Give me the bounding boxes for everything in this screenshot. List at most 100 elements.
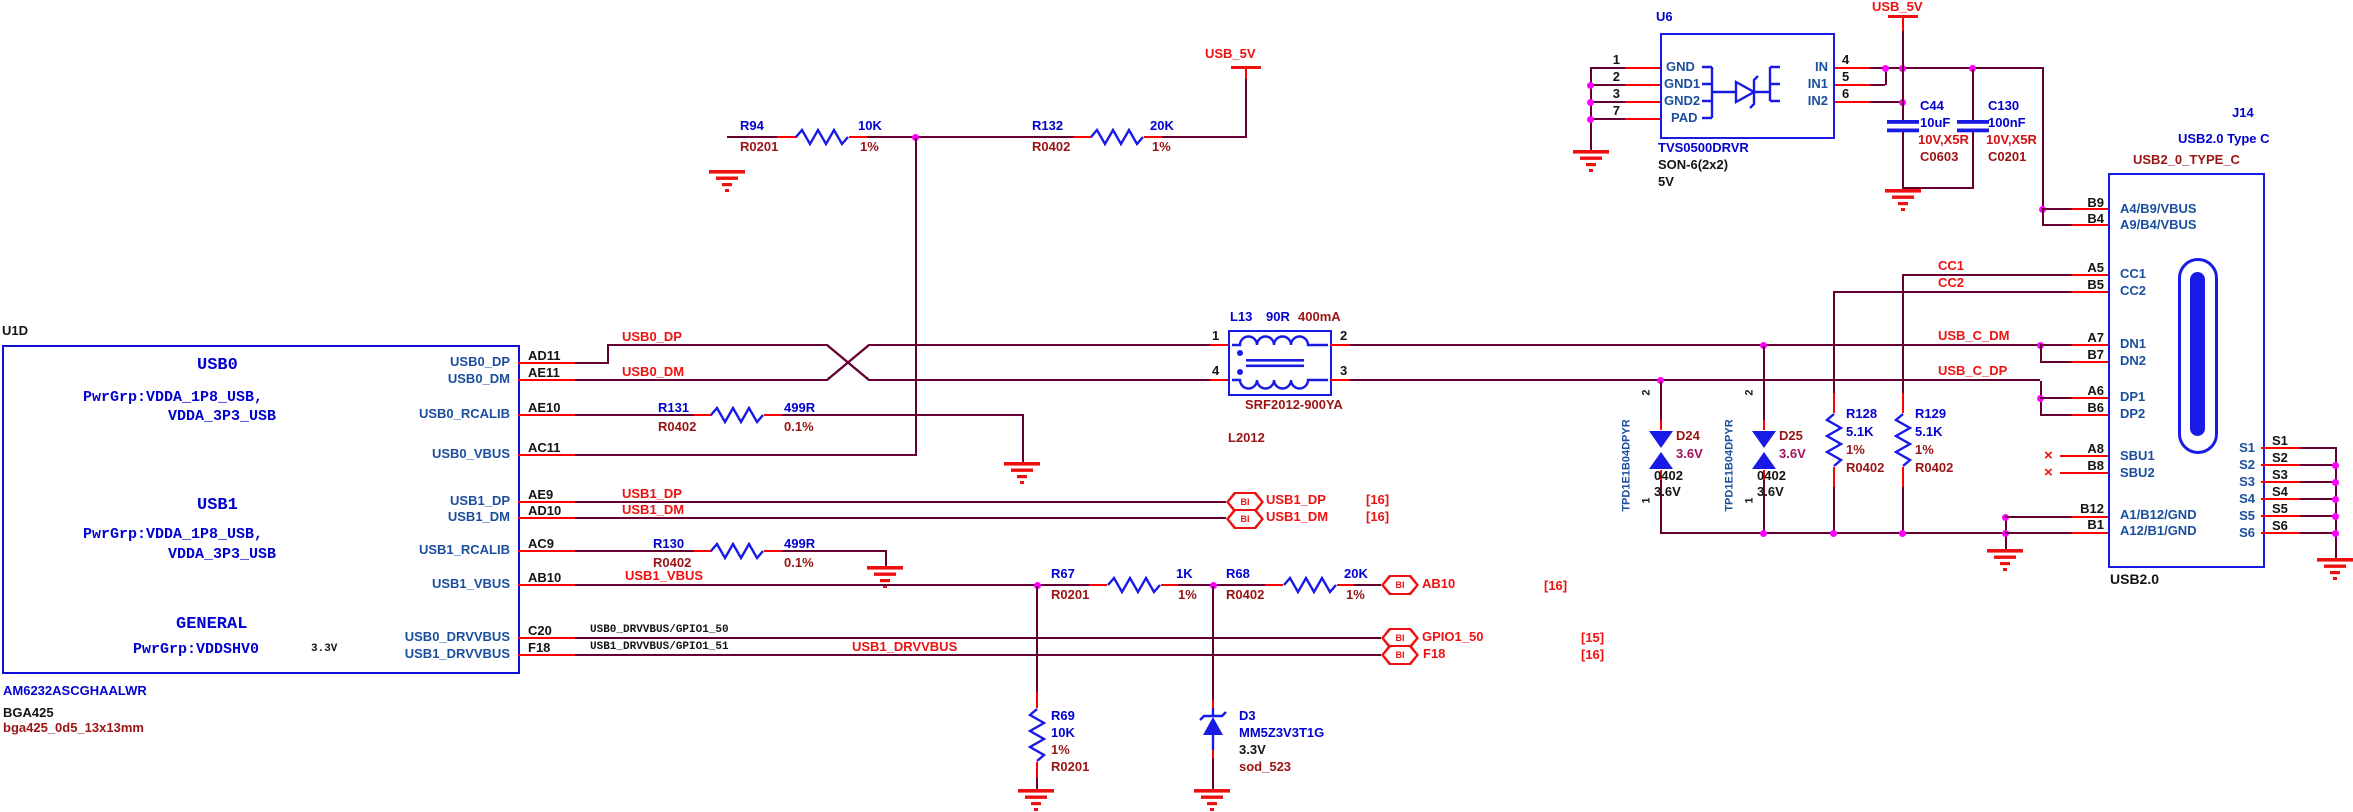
capacitor-c44-symbol[interactable]: [1887, 120, 1919, 134]
j14-symbol-body[interactable]: [2108, 173, 2265, 568]
port-gpio1-50[interactable]: BI: [1381, 628, 1419, 648]
pin-stub: [777, 136, 797, 138]
junction-dot: [2332, 462, 2339, 469]
resistor-r67-symbol[interactable]: [1107, 576, 1161, 594]
rating-c130: 10V,X5R: [1986, 132, 2037, 147]
ref-r130[interactable]: R130: [653, 536, 685, 551]
port-label-ab10[interactable]: AB10: [1422, 576, 1456, 591]
net-label-cc2[interactable]: CC2: [1938, 275, 1965, 290]
port-label-usb1-dm[interactable]: USB1_DM: [1266, 509, 1329, 524]
u6-pin-num: 4: [1842, 52, 1850, 67]
pin-stub: [2072, 344, 2108, 346]
resistor-r131-symbol[interactable]: [710, 406, 764, 424]
net-label-usb0-dp[interactable]: USB0_DP: [622, 329, 682, 344]
ref-r132[interactable]: R132: [1032, 118, 1064, 133]
net-label-cc1[interactable]: CC1: [1938, 258, 1965, 273]
resistor-r132-symbol[interactable]: [1090, 128, 1144, 146]
value-r128[interactable]: 5.1K: [1846, 424, 1874, 439]
esd-diode-d24-symbol[interactable]: [1648, 430, 1674, 470]
value-r69[interactable]: 10K: [1051, 725, 1075, 740]
u1d-pin-num: AD10: [528, 503, 562, 518]
ref-l13[interactable]: L13: [1230, 309, 1253, 324]
net-label-usb1-drvvbus[interactable]: USB1_DRVVBUS: [852, 639, 958, 654]
value-c130[interactable]: 100nF: [1988, 115, 2026, 130]
netname-j14: USB2_0_TYPE_C: [2133, 152, 2240, 167]
net-label-usb1-drvvbus-gpio[interactable]: USB1_DRVVBUS/GPIO1_51: [590, 641, 729, 653]
net-label-usb0-dm[interactable]: USB0_DM: [622, 364, 685, 379]
wire: [2040, 414, 2072, 416]
j14-pin-num: B4: [2087, 211, 2104, 226]
resistor-r69-symbol[interactable]: [1028, 708, 1046, 762]
ref-j14[interactable]: J14: [2232, 105, 2254, 120]
net-label-usb-c-dp[interactable]: USB_C_DP: [1938, 363, 2008, 378]
ref-r128[interactable]: R128: [1846, 406, 1878, 421]
l13-symbol-body[interactable]: [1228, 330, 1332, 396]
ref-r67[interactable]: R67: [1051, 566, 1075, 581]
ref-d3[interactable]: D3: [1239, 708, 1256, 723]
esd-diode-d25-symbol[interactable]: [1751, 430, 1777, 470]
u1d-usb1-pwr2: VDDA_3P3_USB: [168, 546, 277, 563]
port-f18[interactable]: BI: [1381, 645, 1419, 665]
ref-r69[interactable]: R69: [1051, 708, 1075, 723]
u1d-pin-num: AE10: [528, 400, 561, 415]
value-r131[interactable]: 499R: [784, 400, 816, 415]
net-label-usb1-vbus[interactable]: USB1_VBUS: [625, 568, 704, 583]
value-r132[interactable]: 20K: [1150, 118, 1174, 133]
ref-r131[interactable]: R131: [658, 400, 690, 415]
ref-u6[interactable]: U6: [1656, 9, 1673, 24]
port-usb1-dp[interactable]: BI: [1226, 492, 1264, 512]
ref-c44[interactable]: C44: [1920, 98, 1944, 113]
value-r67[interactable]: 1K: [1176, 566, 1193, 581]
port-usb1-dm[interactable]: BI: [1226, 509, 1264, 529]
zener-d3-symbol[interactable]: [1197, 708, 1229, 750]
j14-pin-name: S3: [2239, 474, 2255, 489]
j14-pin-num: S3: [2272, 467, 2288, 482]
u6-symbol-body[interactable]: [1660, 33, 1835, 139]
wire: [915, 138, 917, 456]
net-label-usb-5v[interactable]: USB_5V: [1205, 46, 1256, 61]
value-r68[interactable]: 20K: [1344, 566, 1368, 581]
capacitor-c130-symbol[interactable]: [1957, 120, 1989, 134]
port-label-f18[interactable]: F18: [1423, 646, 1446, 661]
u1d-pin-name: USB0_DP: [450, 354, 510, 369]
wire: [1870, 84, 1885, 86]
port-label-usb1-dp[interactable]: USB1_DP: [1266, 492, 1326, 507]
wire: [1022, 414, 1024, 462]
u1d-symbol-body[interactable]: [2, 345, 520, 674]
wire: [1178, 584, 1265, 586]
wire: [575, 584, 1089, 586]
net-label-usb0-drvvbus-gpio[interactable]: USB0_DRVVBUS/GPIO1_50: [590, 624, 729, 636]
resistor-r128-symbol[interactable]: [1825, 413, 1843, 467]
value-c44[interactable]: 10uF: [1920, 115, 1951, 130]
pin-stub: [518, 362, 575, 364]
port-ab10[interactable]: BI: [1381, 575, 1419, 595]
footprint-r68: R0402: [1226, 587, 1265, 602]
ref-d25[interactable]: D25: [1779, 428, 1803, 443]
net-label-usb-5v[interactable]: USB_5V: [1872, 0, 1923, 14]
footprint-r94: R0201: [740, 139, 779, 154]
ref-r129[interactable]: R129: [1915, 406, 1947, 421]
pin-stub: [2060, 455, 2108, 457]
port-dir-label: BI: [1395, 580, 1405, 590]
resistor-r68-symbol[interactable]: [1283, 576, 1337, 594]
value-l13[interactable]: 90R: [1266, 309, 1290, 324]
resistor-r129-symbol[interactable]: [1894, 413, 1912, 467]
pin-stub: [2060, 472, 2108, 474]
net-label-usb-c-dm[interactable]: USB_C_DM: [1938, 328, 2010, 343]
resistor-r130-symbol[interactable]: [710, 542, 764, 560]
ref-r68[interactable]: R68: [1226, 566, 1250, 581]
ref-u1d[interactable]: U1D: [2, 323, 29, 338]
ref-d24[interactable]: D24: [1676, 428, 1700, 443]
value-r94[interactable]: 10K: [858, 118, 882, 133]
value-r130[interactable]: 499R: [784, 536, 816, 551]
ref-c130[interactable]: C130: [1988, 98, 2020, 113]
port-hex-icon: [1384, 577, 1416, 593]
value-r129[interactable]: 5.1K: [1915, 424, 1943, 439]
net-label-usb1-dp[interactable]: USB1_DP: [622, 486, 682, 501]
j14-pin-num: S2: [2272, 450, 2288, 465]
resistor-r94-symbol[interactable]: [795, 128, 849, 146]
ref-r94[interactable]: R94: [740, 118, 764, 133]
wire: [1972, 132, 1974, 189]
port-label-gpio1-50[interactable]: GPIO1_50: [1422, 629, 1484, 644]
net-label-usb1-dm[interactable]: USB1_DM: [622, 502, 685, 517]
